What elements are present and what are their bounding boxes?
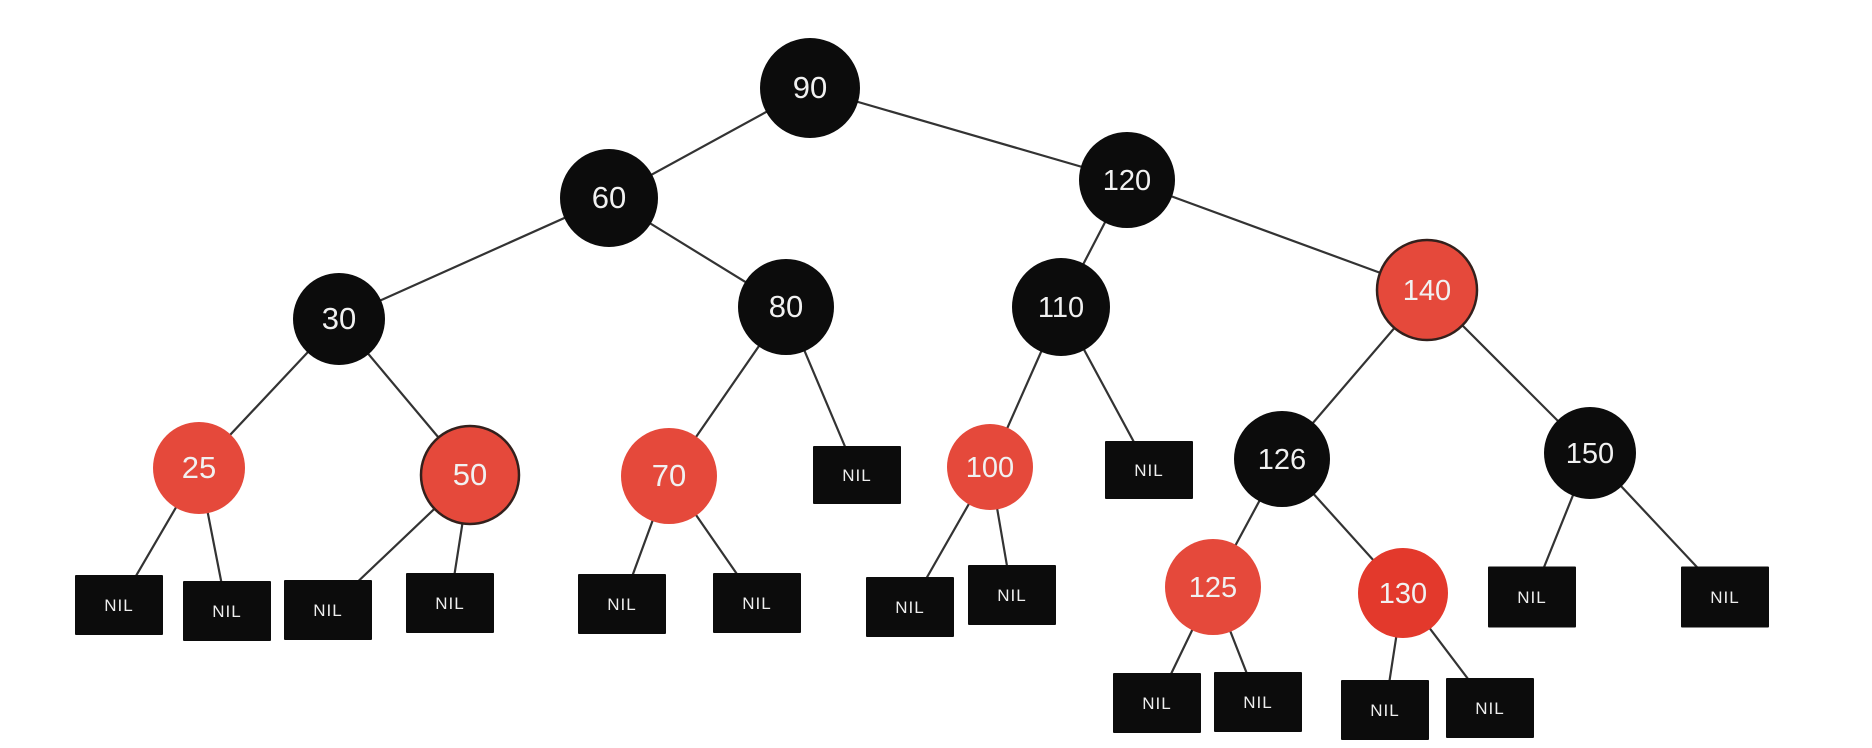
nil-leaf: NIL [1113, 673, 1201, 733]
tree-node-110: 110 [1012, 258, 1110, 356]
tree-node-label: 30 [322, 301, 356, 336]
tree-node-label: 25 [182, 450, 216, 485]
nil-leaf-box [1681, 566, 1769, 628]
nil-leaf-label: NIL [742, 594, 771, 613]
nil-leaf-box [284, 580, 372, 640]
tree-node-50: 50 [419, 424, 521, 526]
nil-leaf: NIL [75, 575, 163, 635]
nil-leaf: NIL [1446, 678, 1534, 738]
nil-leaf-label: NIL [1517, 588, 1546, 607]
tree-node-150: 150 [1544, 407, 1636, 499]
nil-leaf-box [1214, 672, 1302, 732]
nil-leaf: NIL [1105, 441, 1193, 499]
tree-node-circle [621, 428, 717, 524]
nil-leaf-label: NIL [842, 466, 871, 485]
nil-leaf-box [813, 446, 901, 504]
nil-leaf-box [183, 581, 271, 641]
nil-leaf-box [1446, 678, 1534, 738]
tree-node-circle [1165, 539, 1261, 635]
tree-node-label: 125 [1189, 572, 1237, 604]
nil-leaf: NIL [968, 565, 1056, 625]
tree-node-circle [1358, 548, 1448, 638]
nil-leaf-box [1105, 441, 1193, 499]
tree-node-label: 90 [793, 70, 827, 105]
tree-node-60: 60 [560, 149, 658, 247]
tree-node-90: 90 [760, 38, 860, 138]
nil-leaf-label: NIL [1142, 694, 1171, 713]
tree-node-circle [153, 422, 245, 514]
tree-node-130: 130 [1358, 548, 1448, 638]
tree-edge-120-140 [1125, 178, 1429, 292]
tree-node-label: 100 [966, 452, 1014, 484]
tree-node-125: 125 [1165, 539, 1261, 635]
tree-node-circle [947, 424, 1033, 510]
nil-leaf-box [968, 565, 1056, 625]
tree-node-label: 80 [769, 289, 803, 324]
tree-node-circle [293, 273, 385, 365]
tree-node-100: 100 [947, 424, 1033, 510]
nil-leaf-label: NIL [1710, 588, 1739, 607]
tree-node-label: 70 [652, 458, 686, 493]
nil-leaf: NIL [1681, 566, 1769, 628]
nil-leaf-box [713, 573, 801, 633]
nil-leaf: NIL [1488, 566, 1576, 628]
nil-leaf-box [1341, 680, 1429, 740]
nil-leaf-box [75, 575, 163, 635]
tree-node-label: 120 [1103, 165, 1151, 197]
tree-node-label: 150 [1566, 438, 1614, 470]
tree-node-25: 25 [153, 422, 245, 514]
nil-leaf-label: NIL [895, 598, 924, 617]
tree-node-140: 140 [1375, 238, 1479, 342]
nil-leaf-box [578, 574, 666, 634]
tree-edge-60-30 [337, 196, 611, 321]
tree-node-circle [738, 259, 834, 355]
tree-node-70: 70 [621, 428, 717, 524]
nil-leaf: NIL [1341, 680, 1429, 740]
tree-node-circle [419, 424, 521, 526]
tree-node-circle [1234, 411, 1330, 507]
nil-leaf-box [866, 577, 954, 637]
tree-node-30: 30 [293, 273, 385, 365]
tree-node-circle [1012, 258, 1110, 356]
nil-leaf-label: NIL [313, 601, 342, 620]
nil-leaf-label: NIL [1475, 699, 1504, 718]
nil-leaf-label: NIL [1134, 461, 1163, 480]
nil-leaf-box [1113, 673, 1201, 733]
nil-leaf-label: NIL [104, 596, 133, 615]
nil-leaf-label: NIL [997, 586, 1026, 605]
tree-node-label: 110 [1038, 292, 1084, 324]
tree-node-80: 80 [738, 259, 834, 355]
tree-node-circle [760, 38, 860, 138]
nil-leaf: NIL [813, 446, 901, 504]
nil-leaf-label: NIL [435, 594, 464, 613]
nil-leaf: NIL [406, 573, 494, 633]
nil-leaf: NIL [1214, 672, 1302, 732]
nil-leaf-box [406, 573, 494, 633]
nil-leaf: NIL [284, 580, 372, 640]
tree-node-120: 120 [1079, 132, 1175, 228]
tree-node-circle [1375, 238, 1479, 342]
tree-node-label: 126 [1258, 444, 1306, 476]
nil-leaf: NIL [866, 577, 954, 637]
tree-node-circle [1544, 407, 1636, 499]
nil-leaf-label: NIL [1243, 693, 1272, 712]
tree-edge-90-120 [808, 86, 1129, 182]
tree-node-label: 50 [453, 457, 487, 492]
nil-leaf: NIL [578, 574, 666, 634]
nil-leaf-label: NIL [212, 602, 241, 621]
nil-leaf-box [1488, 566, 1576, 628]
nil-leaf: NIL [183, 581, 271, 641]
nil-leaf: NIL [713, 573, 801, 633]
tree-node-circle [1079, 132, 1175, 228]
tree-node-label: 60 [592, 180, 626, 215]
tree-node-label: 140 [1403, 275, 1451, 307]
tree-node-label: 130 [1379, 578, 1427, 610]
nil-leaf-label: NIL [607, 595, 636, 614]
nil-leaf-label: NIL [1370, 701, 1399, 720]
tree-node-126: 126 [1234, 411, 1330, 507]
tree-node-circle [560, 149, 658, 247]
